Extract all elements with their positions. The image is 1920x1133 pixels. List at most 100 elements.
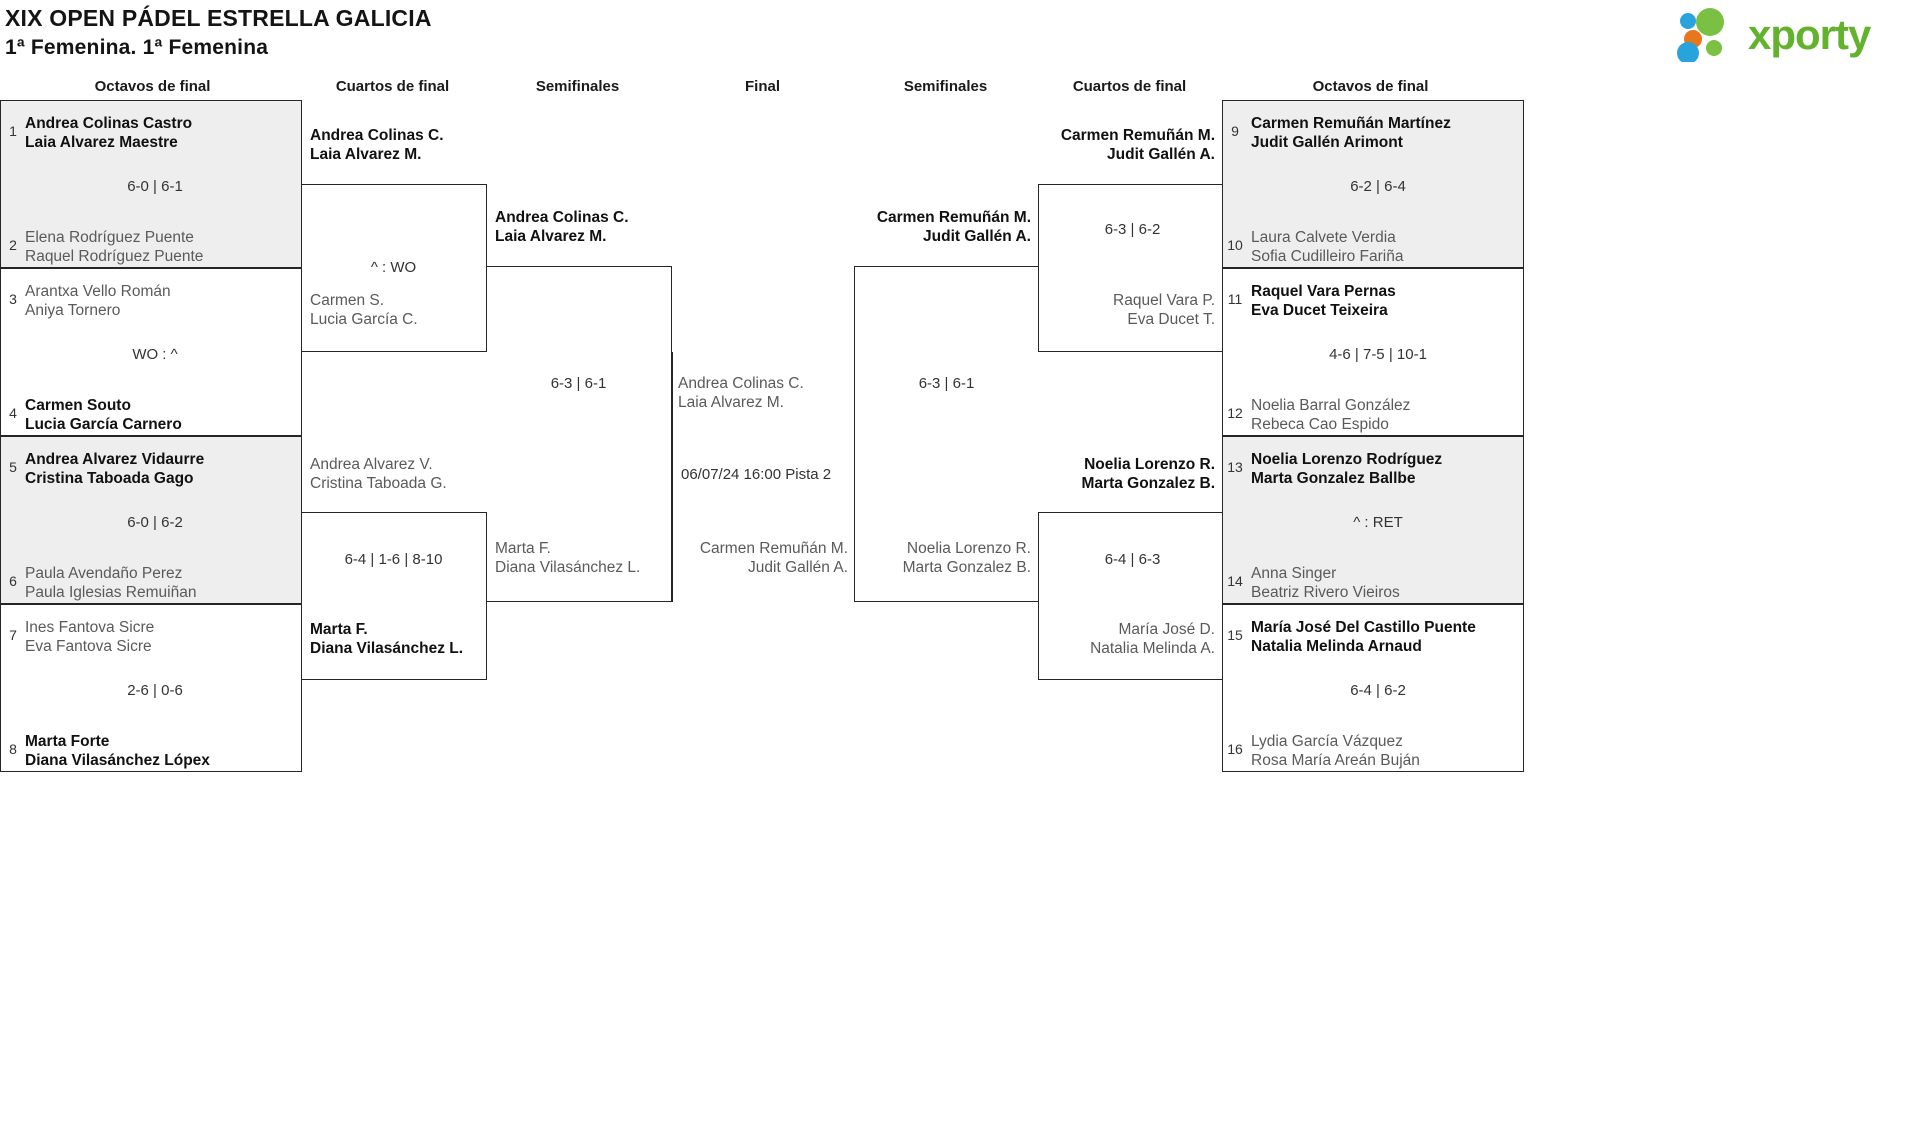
sf-match-left-1[interactable]: 6-3 | 6-1 <box>487 266 672 602</box>
team-player-1: Noelia Barral González <box>1251 397 1411 414</box>
team-player-2: Sofia Cudilleiro Fariña <box>1251 248 1404 265</box>
sf-right-top-player-1: Carmen Remuñán M. <box>876 209 1031 226</box>
tournament-title: XIX OPEN PÁDEL ESTRELLA GALICIA <box>5 5 432 31</box>
r16-match-left-1[interactable]: 1 Andrea Colinas Castro Laia Alvarez Mae… <box>0 100 302 268</box>
qf-left-2-bottom-player-1: Marta F. <box>310 621 368 638</box>
team-player-1: Paula Avendaño Perez <box>25 565 183 582</box>
seed-number: 11 <box>1227 291 1243 307</box>
team-player-2: Judit Gallén Arimont <box>1251 134 1403 151</box>
match-score: 2-6 | 0-6 <box>127 682 183 699</box>
qf-right-2-bottom-player-1: María José D. <box>1118 621 1215 638</box>
qf-right-1-bottom-player-2: Eva Ducet T. <box>1127 311 1215 328</box>
logo-dots-icon <box>1677 8 1724 64</box>
qf-left-2-top-player-2: Cristina Taboada G. <box>310 475 447 492</box>
sf-left-bottom-player-2: Diana Vilasánchez L. <box>495 559 641 576</box>
qf-match-right-2[interactable]: 6-4 | 6-3 <box>1038 512 1223 680</box>
team-player-2: Eva Ducet Teixeira <box>1251 302 1388 319</box>
team-player-1: Anna Singer <box>1251 565 1337 582</box>
seed-number: 7 <box>9 627 17 643</box>
seed-number: 14 <box>1227 573 1243 589</box>
team-player-2: Eva Fantova Sicre <box>25 638 152 655</box>
qf-right-1-top-player-1: Carmen Remuñán M. <box>1060 127 1215 144</box>
team-player-1: Raquel Vara Pernas <box>1251 283 1396 300</box>
r16-match-right-4[interactable]: 15 María José Del Castillo Puente Natali… <box>1222 604 1524 772</box>
qf-match-left-1[interactable]: ^ : WO <box>302 184 487 352</box>
seed-number: 2 <box>9 237 17 253</box>
sf-right-top-player-2: Judit Gallén A. <box>923 228 1031 245</box>
qf-left-1-bottom-player-2: Lucia García C. <box>310 311 418 328</box>
team-player-1: María José Del Castillo Puente <box>1251 619 1476 636</box>
team-player-1: Marta Forte <box>25 733 110 750</box>
sf-left-bottom-player-1: Marta F. <box>495 540 551 557</box>
team-player-2: Natalia Melinda Arnaud <box>1251 638 1422 655</box>
seed-number: 12 <box>1227 405 1243 421</box>
team-player-1: Lydia García Vázquez <box>1251 733 1403 750</box>
qf-match-right-1[interactable]: 6-3 | 6-2 <box>1038 184 1223 352</box>
seed-number: 5 <box>9 459 17 475</box>
round-label-right-sf: Semifinales <box>903 78 988 95</box>
match-score: 6-2 | 6-4 <box>1350 178 1406 195</box>
qf-right-1-top-player-2: Judit Gallén A. <box>1107 146 1215 163</box>
qf-match-left-2[interactable]: 6-4 | 1-6 | 8-10 <box>302 512 487 680</box>
round-label-right-r16: Octavos de final <box>1312 78 1429 95</box>
seed-number: 6 <box>9 573 17 589</box>
team-player-2: Paula Iglesias Remuiñan <box>25 584 197 601</box>
sf-match-right-1[interactable]: 6-3 | 6-1 <box>854 266 1039 602</box>
team-player-1: Andrea Colinas Castro <box>25 115 193 132</box>
seed-number: 9 <box>1231 123 1239 139</box>
r16-match-left-4[interactable]: 7 Ines Fantova Sicre Eva Fantova Sicre 2… <box>0 604 302 772</box>
qf-right-2-top-player-1: Noelia Lorenzo R. <box>1084 456 1215 473</box>
qf-left-1-bottom-player-1: Carmen S. <box>310 292 385 309</box>
final-bottom-player-2: Judit Gallén A. <box>748 559 848 576</box>
match-score: ^ : RET <box>1353 514 1403 531</box>
sf-right-bottom-player-2: Marta Gonzalez B. <box>902 559 1031 576</box>
team-player-2: Diana Vilasánchez Lópex <box>25 752 210 769</box>
match-score: 6-4 | 1-6 | 8-10 <box>344 551 443 568</box>
seed-number: 13 <box>1227 459 1243 475</box>
qf-left-2-top-player-1: Andrea Alvarez V. <box>310 456 433 473</box>
qf-left-2-bottom-player-2: Diana Vilasánchez L. <box>310 640 464 657</box>
round-label-left-sf: Semifinales <box>535 78 620 95</box>
logo-wordmark: xporty <box>1748 11 1871 58</box>
team-player-2: Rosa María Areán Buján <box>1251 752 1420 769</box>
match-score: 6-4 | 6-3 <box>1104 551 1161 568</box>
r16-match-right-3[interactable]: 13 Noelia Lorenzo Rodríguez Marta Gonzal… <box>1222 436 1524 604</box>
r16-match-left-3[interactable]: 5 Andrea Alvarez Vidaurre Cristina Taboa… <box>0 436 302 604</box>
team-player-1: Noelia Lorenzo Rodríguez <box>1251 451 1443 468</box>
final-connector-left <box>672 352 854 602</box>
team-player-2: Lucia García Carnero <box>25 416 182 433</box>
team-player-1: Ines Fantova Sicre <box>25 619 155 636</box>
seed-number: 8 <box>9 741 17 757</box>
match-score: 6-3 | 6-1 <box>918 375 975 392</box>
page-header: XIX OPEN PÁDEL ESTRELLA GALICIA 1ª Femen… <box>0 0 1920 72</box>
team-player-2: Beatriz Rivero Vieiros <box>1251 584 1400 601</box>
match-score: ^ : WO <box>370 259 417 276</box>
team-player-2: Cristina Taboada Gago <box>25 470 194 487</box>
round-label-left-r16: Octavos de final <box>94 78 211 95</box>
r16-match-left-2[interactable]: 3 Arantxa Vello Román Aniya Tornero WO :… <box>0 268 302 436</box>
r16-match-right-2[interactable]: 11 Raquel Vara Pernas Eva Ducet Teixeira… <box>1222 268 1524 436</box>
seed-number: 4 <box>9 405 17 421</box>
team-player-1: Carmen Souto <box>25 397 131 414</box>
team-player-2: Rebeca Cao Espido <box>1251 416 1389 433</box>
match-score: 6-0 | 6-1 <box>127 178 183 195</box>
round-label-left-qf: Cuartos de final <box>335 78 450 95</box>
team-player-2: Laia Alvarez Maestre <box>25 134 178 151</box>
qf-right-2-bottom-player-2: Natalia Melinda A. <box>1090 640 1215 657</box>
sf-left-top-player-2: Laia Alvarez M. <box>495 228 607 245</box>
team-player-2: Marta Gonzalez Ballbe <box>1251 470 1416 487</box>
qf-right-2-top-player-2: Marta Gonzalez B. <box>1081 475 1216 492</box>
final-bottom-player-1: Carmen Remuñán M. <box>699 540 848 557</box>
final-top-player-1: Andrea Colinas C. <box>678 375 804 392</box>
team-player-1: Andrea Alvarez Vidaurre <box>25 451 205 468</box>
team-player-2: Raquel Rodríguez Puente <box>25 248 204 265</box>
qf-left-1-top-player-2: Laia Alvarez M. <box>310 146 422 163</box>
match-score: 4-6 | 7-5 | 10-1 <box>1329 346 1427 363</box>
match-score: 6-4 | 6-2 <box>1350 682 1406 699</box>
team-player-2: Aniya Tornero <box>25 302 121 319</box>
match-score: 6-3 | 6-1 <box>550 375 607 392</box>
xporty-logo[interactable]: xporty <box>1676 6 1912 64</box>
seed-number: 15 <box>1227 627 1243 643</box>
r16-match-right-1[interactable]: 9 Carmen Remuñán Martínez Judit Gallén A… <box>1222 100 1524 268</box>
